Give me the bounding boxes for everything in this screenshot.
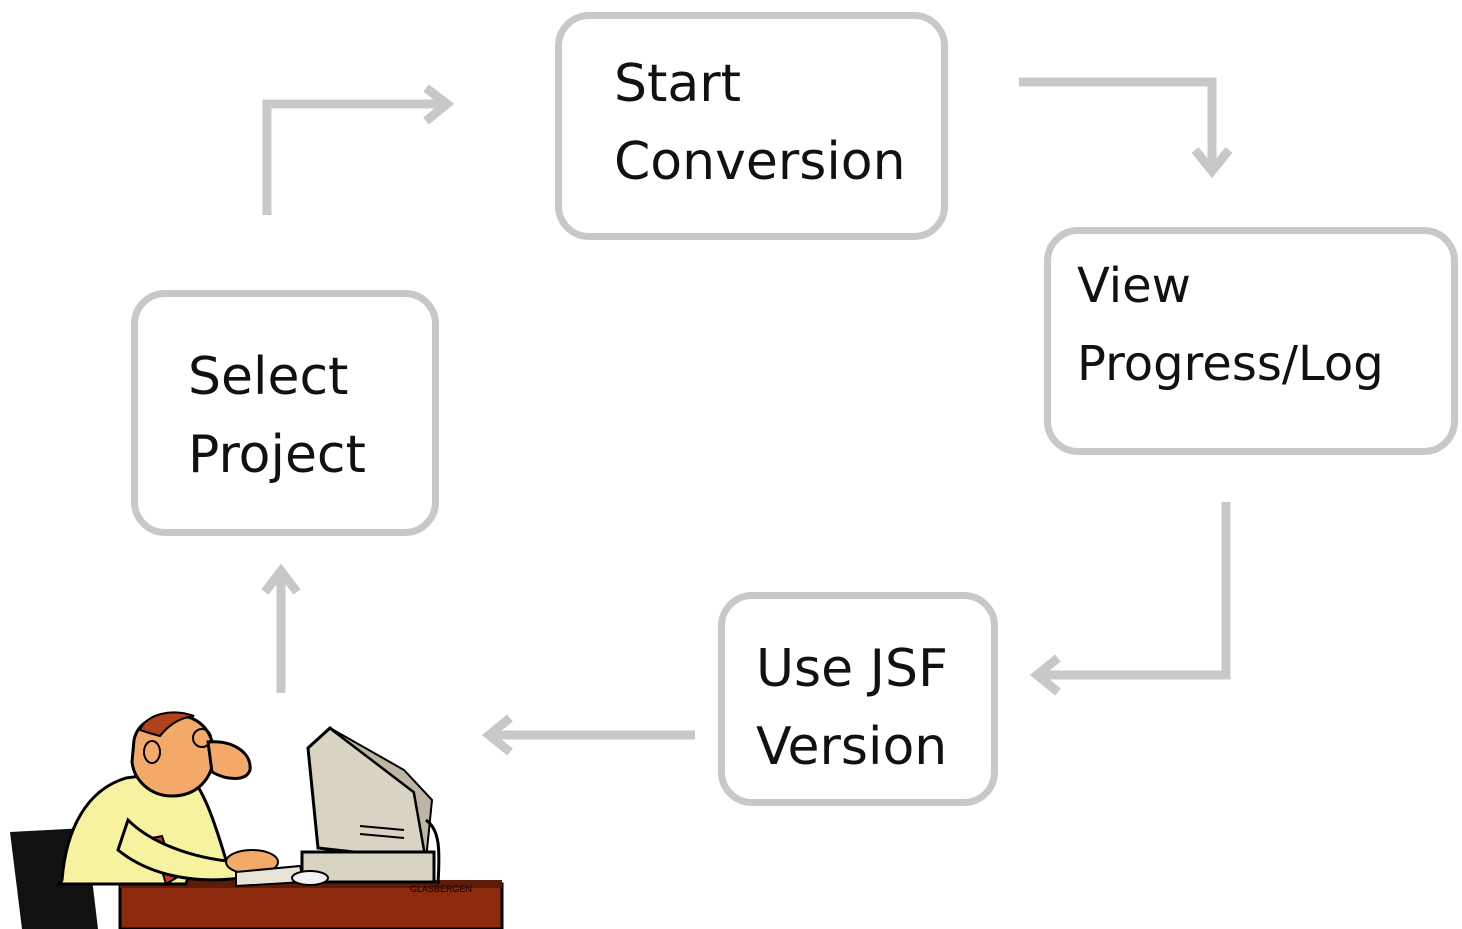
step-use-jsf-version-label: Use JSF Version bbox=[756, 630, 948, 786]
step-select-project-line-1: Select bbox=[188, 347, 349, 407]
hair bbox=[138, 711, 195, 738]
step-use-jsf-version bbox=[718, 592, 998, 806]
arrowhead-view-to-use bbox=[1029, 654, 1061, 696]
arrow-start-to-view bbox=[1019, 77, 1217, 168]
step-start-conversion-line-2: Conversion bbox=[614, 132, 906, 192]
artist-signature: GLASBERGEN bbox=[410, 884, 472, 894]
monitor bbox=[306, 726, 428, 862]
nose bbox=[206, 740, 252, 780]
step-view-progress-log bbox=[1044, 227, 1458, 455]
step-select-project bbox=[131, 290, 439, 536]
step-view-progress-log-line-2: Progress/Log bbox=[1077, 336, 1384, 392]
arrowhead-use-to-user bbox=[481, 714, 513, 756]
arrowhead-user-to-select bbox=[261, 563, 301, 595]
step-view-progress-log-label: View Progress/Log bbox=[1077, 247, 1384, 403]
arrow-select-to-start bbox=[262, 99, 445, 215]
arrowhead-start-to-view bbox=[1191, 147, 1233, 179]
arrowhead-select-to-start bbox=[423, 84, 455, 125]
mouse bbox=[291, 870, 329, 886]
monitor-side bbox=[329, 727, 434, 861]
step-use-jsf-version-line-1: Use JSF bbox=[756, 639, 948, 699]
arrow-view-to-use bbox=[1040, 502, 1231, 680]
step-use-jsf-version-line-2: Version bbox=[756, 717, 948, 777]
ear bbox=[143, 740, 161, 764]
step-start-conversion-line-1: Start bbox=[614, 54, 742, 114]
step-view-progress-log-line-1: View bbox=[1077, 258, 1191, 314]
glasses bbox=[192, 728, 212, 748]
step-select-project-label: Select Project bbox=[188, 338, 366, 494]
step-start-conversion-label: Start Conversion bbox=[614, 45, 906, 201]
step-select-project-line-2: Project bbox=[188, 425, 366, 485]
step-start-conversion bbox=[555, 12, 948, 240]
